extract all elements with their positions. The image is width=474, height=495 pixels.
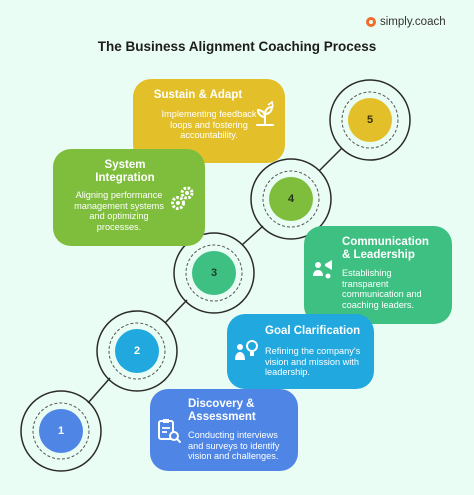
simply-coach-logo-icon (366, 17, 376, 27)
step-4-description: Aligning performance management systems … (74, 190, 164, 232)
gears-icon (171, 186, 194, 210)
team-megaphone-icon (313, 260, 332, 279)
step-4-number: 4 (269, 177, 313, 221)
brand-name: simply.coach (380, 16, 446, 28)
step-3-number: 3 (192, 251, 236, 295)
step-2-card: Goal Clarification Refining the company'… (227, 314, 374, 389)
page-title: The Business Alignment Coaching Process (97, 39, 377, 54)
step-4-title: System Integration (95, 159, 155, 184)
step-1-number: 1 (39, 409, 83, 453)
step-4-card: System Integration Aligning performance … (53, 149, 205, 246)
step-3-card: Communication & Leadership Establishing … (304, 226, 452, 324)
clipboard-search-icon (158, 419, 181, 443)
step-3-title: Communication & Leadership (342, 236, 429, 261)
step-2-number: 2 (115, 329, 159, 373)
growth-plant-icon (256, 101, 274, 126)
step-1-title: Discovery & Assessment (188, 398, 256, 423)
step-5-number: 5 (348, 98, 392, 142)
step-3-description: Establishing transparent communication a… (342, 268, 422, 310)
people-idea-icon (235, 340, 258, 360)
step-5-description: Implementing feedback loops and fosterin… (161, 109, 257, 140)
step-2-description: Refining the company's vision and missio… (265, 346, 361, 377)
brand-logo: simply.coach (366, 16, 446, 28)
step-1-description: Conducting interviews and surveys to ide… (188, 430, 280, 461)
step-1-card: Discovery & Assessment Conducting interv… (150, 389, 298, 471)
step-2-title: Goal Clarification (265, 325, 361, 337)
step-5-title: Sustain & Adapt (153, 89, 243, 101)
